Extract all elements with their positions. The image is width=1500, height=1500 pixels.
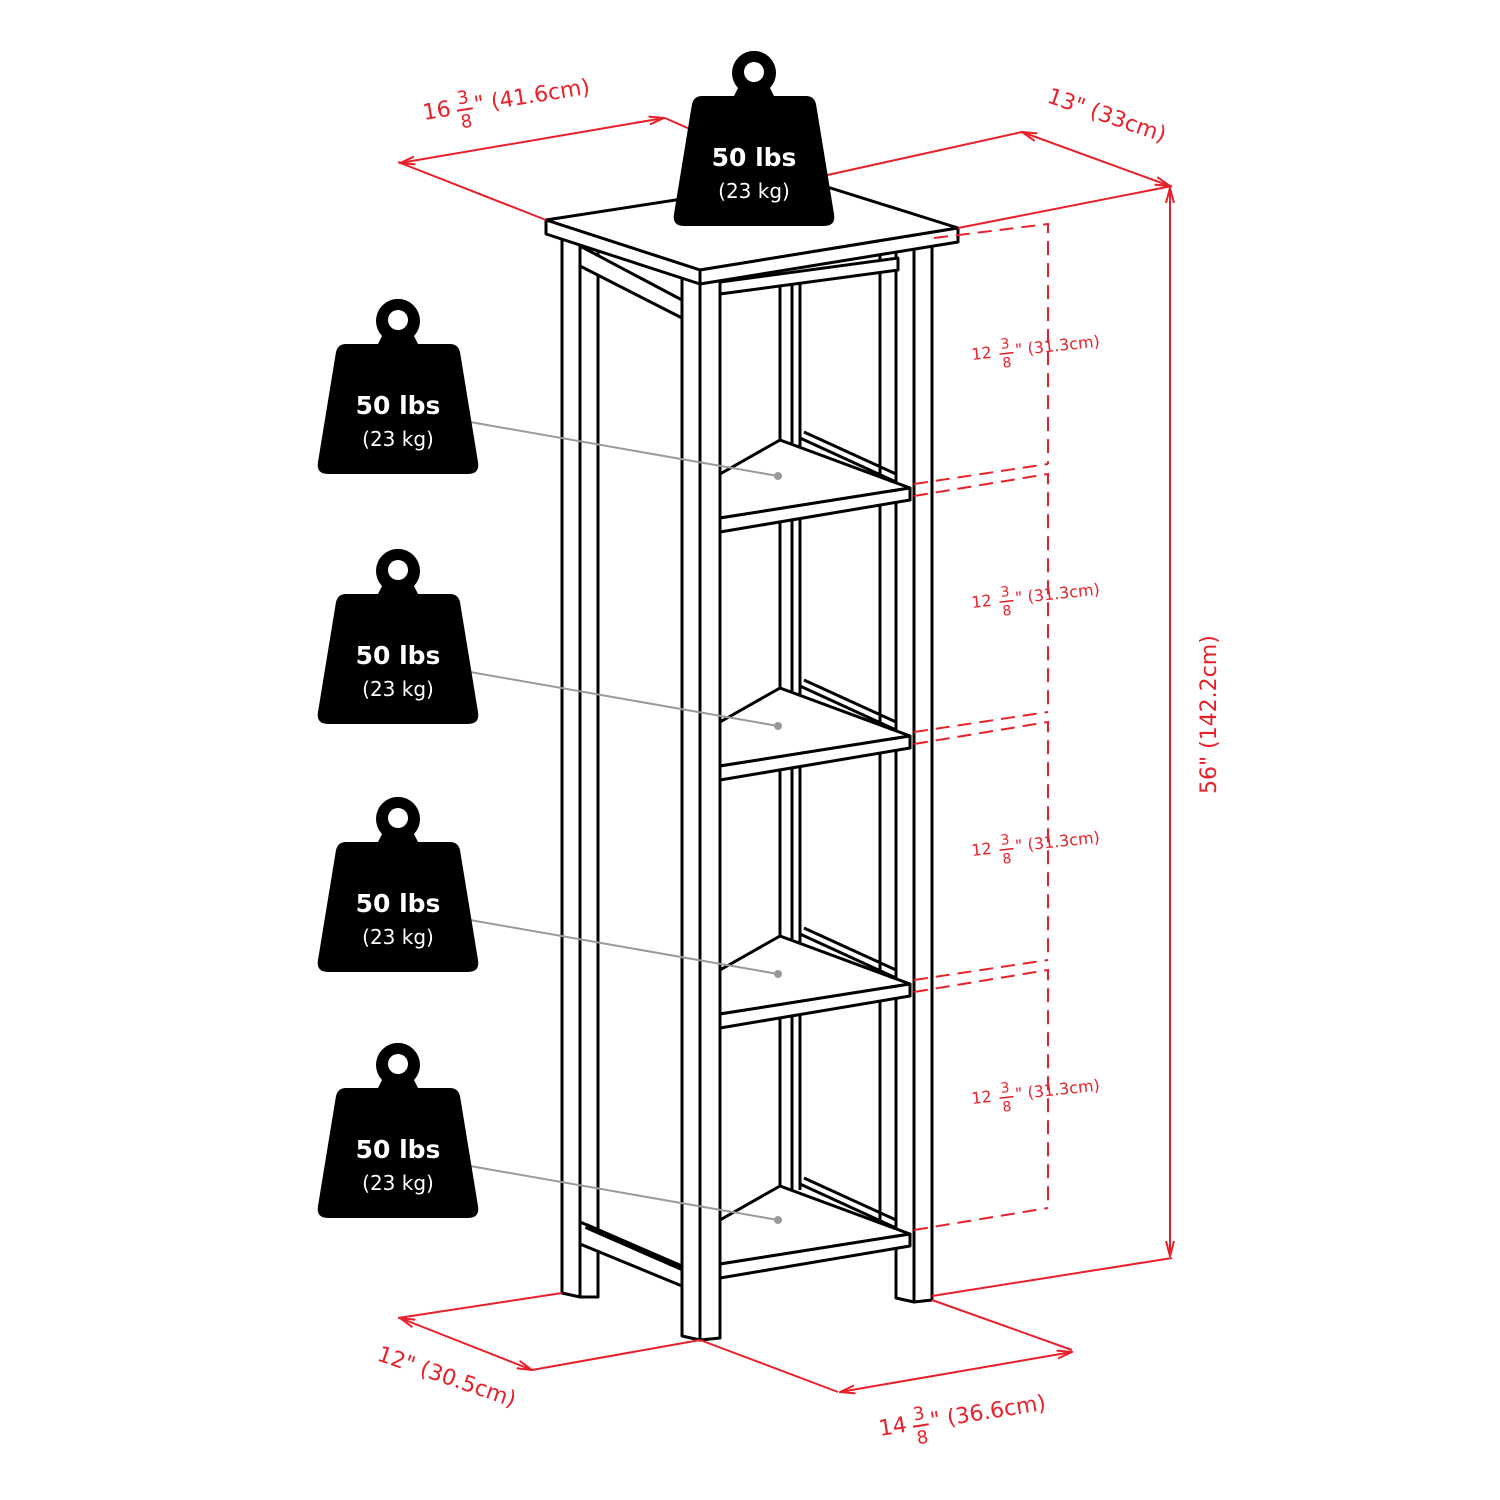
svg-text:3: 3	[1000, 336, 1011, 353]
shelf-spacing-label-4: 12 3 8 " (31.3cm)	[970, 1076, 1100, 1116]
svg-text:14: 14	[877, 1413, 909, 1442]
shelves	[718, 256, 912, 1280]
shelf-3	[718, 926, 912, 1030]
leg-back-right	[894, 234, 934, 1304]
svg-text:16: 16	[421, 97, 453, 126]
dimension-label-base-depth: 12" (30.5cm)	[374, 1342, 519, 1413]
svg-text:" (31.3cm): " (31.3cm)	[1014, 828, 1100, 856]
svg-text:8: 8	[459, 111, 474, 134]
shelf-spacing-label-2: 12 3 8 " (31.3cm)	[970, 580, 1100, 620]
weight-badge-shelf-3: 50 lbs (23 kg)	[317, 796, 479, 972]
svg-text:(23 kg): (23 kg)	[362, 925, 434, 949]
svg-text:(23 kg): (23 kg)	[362, 677, 434, 701]
svg-text:3: 3	[1000, 1080, 1011, 1097]
svg-text:" (31.3cm): " (31.3cm)	[1014, 1076, 1100, 1104]
svg-text:3: 3	[1000, 832, 1011, 849]
dimension-label-top-depth: 13" (33cm)	[1044, 84, 1169, 148]
svg-text:" (31.3cm): " (31.3cm)	[1014, 332, 1100, 360]
weight-leaders	[469, 421, 782, 1224]
svg-text:50 lbs: 50 lbs	[356, 1135, 441, 1164]
weight-badge-top: 50 lbs (23 kg)	[673, 50, 835, 226]
svg-text:8: 8	[1002, 1099, 1013, 1116]
shelf-spacing-label-1: 12 3 8 " (31.3cm)	[970, 332, 1100, 372]
dimension-label-height: 56" (142.2cm)	[1197, 635, 1222, 794]
svg-text:3: 3	[455, 87, 470, 110]
svg-text:12: 12	[970, 839, 992, 860]
shelf-unit	[544, 178, 960, 1342]
svg-text:12: 12	[970, 1087, 992, 1108]
svg-text:(23 kg): (23 kg)	[362, 427, 434, 451]
svg-text:3: 3	[1000, 584, 1011, 601]
svg-text:12: 12	[970, 343, 992, 364]
svg-text:8: 8	[1002, 851, 1013, 868]
svg-text:" (41.6cm): " (41.6cm)	[472, 75, 591, 118]
svg-text:50 lbs: 50 lbs	[712, 143, 797, 172]
dimension-lines	[398, 118, 1172, 1392]
leg-front-left	[680, 274, 722, 1342]
svg-text:8: 8	[915, 1427, 930, 1450]
svg-text:50 lbs: 50 lbs	[356, 889, 441, 918]
weight-badge-shelf-1: 50 lbs (23 kg)	[317, 298, 479, 474]
weight-badge-shelf-2: 50 lbs (23 kg)	[317, 548, 479, 724]
svg-text:50 lbs: 50 lbs	[356, 391, 441, 420]
svg-text:" (36.6cm): " (36.6cm)	[928, 1391, 1047, 1434]
svg-text:" (31.3cm): " (31.3cm)	[1014, 580, 1100, 608]
dimension-label-top-width: 16 3 8 " (41.6cm)	[421, 75, 592, 134]
dimension-label-base-width: 14 3 8 " (36.6cm)	[877, 1391, 1048, 1450]
svg-text:(23 kg): (23 kg)	[362, 1171, 434, 1195]
leg-back-left	[560, 234, 600, 1299]
shelf-4	[718, 1176, 912, 1280]
svg-text:(23 kg): (23 kg)	[718, 179, 790, 203]
shelf-spacing-label-3: 12 3 8 " (31.3cm)	[970, 828, 1100, 868]
svg-text:12: 12	[970, 591, 992, 612]
weight-badge-shelf-4: 50 lbs (23 kg)	[317, 1042, 479, 1218]
svg-text:3: 3	[911, 1403, 926, 1426]
svg-text:50 lbs: 50 lbs	[356, 641, 441, 670]
shelf-2	[718, 678, 912, 782]
svg-text:8: 8	[1002, 603, 1013, 620]
shelf-spacing-guides	[913, 222, 1049, 1231]
svg-text:8: 8	[1002, 355, 1013, 372]
